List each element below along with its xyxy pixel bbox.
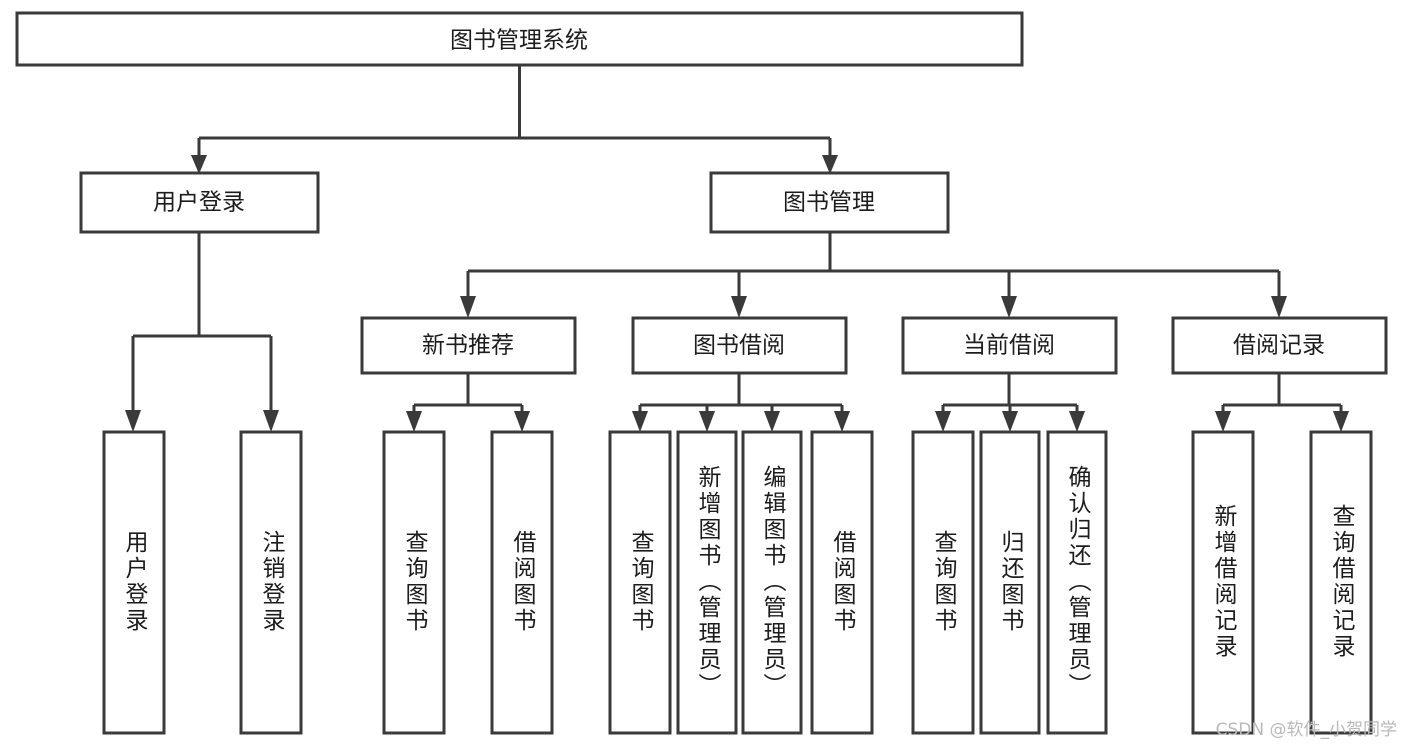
arrow-cu-leaf2 [1002,411,1018,432]
node-borrow-record-box[interactable] [1171,316,1388,375]
connectors [125,65,1349,432]
leaf-current-query-box[interactable] [911,430,975,735]
node-root-box[interactable] [15,11,1024,67]
node-book-management-label: 图书管理 [783,190,875,216]
leaf-current-return-box[interactable] [979,430,1041,735]
leaf-user-login-login-label: 用户登录 [121,530,149,634]
leaf-borrow-query-box[interactable] [608,430,672,735]
leaf-current-query[interactable]: 查询图书 [911,430,975,735]
arrow-to-user-login [191,155,207,174]
leaf-borrow-add-book-label: 新增图书（管理员） [694,465,722,699]
arrow-bo-leaf4 [834,411,850,432]
leaf-new-book-borrow-box[interactable] [490,430,554,735]
leaf-user-login-logout-box[interactable] [239,430,303,735]
leaf-current-confirm-return-box[interactable] [1046,430,1108,735]
leaf-user-login-login[interactable]: 用户登录 [102,430,166,735]
node-new-book-recommend-label: 新书推荐 [422,333,514,359]
leaf-borrow-borrow-book-box[interactable] [810,430,874,735]
leaf-new-book-borrow[interactable]: 借阅图书 [490,430,554,735]
arrow-re-leaf1 [1215,411,1231,432]
node-root[interactable]: 图书管理系统 [15,11,1024,67]
leaf-user-login-login-box[interactable] [102,430,166,735]
arrow-bo-leaf2 [699,411,715,432]
arrow-cu-leaf1 [935,411,951,432]
arrow-user-login-leaf1 [125,410,141,432]
node-book-management[interactable]: 图书管理 [709,171,950,234]
node-book-management-box[interactable] [709,171,950,234]
leaf-new-book-borrow-label: 借阅图书 [509,530,537,634]
node-root-label: 图书管理系统 [450,28,588,54]
arrow-to-book-mgmt [822,155,838,174]
leaf-user-login-logout-label: 注销登录 [258,530,286,634]
arrow-nb-leaf2 [514,411,530,432]
node-current-borrow[interactable]: 当前借阅 [901,316,1118,375]
leaf-borrow-edit-book[interactable]: 编辑图书（管理员） [741,430,803,735]
leaf-borrow-add-book[interactable]: 新增图书（管理员） [676,430,738,735]
arrow-nb-leaf1 [406,411,422,432]
node-borrow-record[interactable]: 借阅记录 [1171,316,1388,375]
leaf-current-query-label: 查询图书 [930,530,958,634]
leaf-new-book-query-label: 查询图书 [401,530,429,634]
arrow-user-login-leaf2 [263,410,279,432]
leaf-record-add[interactable]: 新增借阅记录 [1191,430,1255,735]
leaf-borrow-add-book-box[interactable] [676,430,738,735]
arrow-bo-leaf1 [632,411,648,432]
node-new-book-recommend[interactable]: 新书推荐 [360,316,577,375]
arrow-to-current [1001,296,1017,318]
arrow-to-record [1271,296,1287,318]
leaf-current-confirm-return-label: 确认归还（管理员） [1064,465,1092,699]
leaf-current-return[interactable]: 归还图书 [979,430,1041,735]
leaf-record-add-label: 新增借阅记录 [1210,504,1238,660]
arrow-bo-leaf3 [764,411,780,432]
arrow-to-borrow [731,296,747,318]
leaf-new-book-query-box[interactable] [382,430,446,735]
node-user-login-box[interactable] [79,171,320,234]
arrow-re-leaf2 [1333,411,1349,432]
node-book-borrow-label: 图书借阅 [693,333,785,359]
leaf-record-add-box[interactable] [1191,430,1255,735]
node-new-book-recommend-box[interactable] [360,316,577,375]
leaf-user-login-logout[interactable]: 注销登录 [239,430,303,735]
node-current-borrow-box[interactable] [901,316,1118,375]
leaf-new-book-query[interactable]: 查询图书 [382,430,446,735]
node-book-borrow-box[interactable] [631,316,848,375]
node-user-login-label: 用户登录 [153,190,245,216]
leaf-current-return-label: 归还图书 [997,530,1025,634]
leaf-current-confirm-return[interactable]: 确认归还（管理员） [1046,430,1108,735]
leaf-borrow-edit-book-label: 编辑图书（管理员） [759,465,787,699]
leaf-record-query-label: 查询借阅记录 [1328,504,1356,660]
leaf-borrow-query-label: 查询图书 [627,530,655,634]
leaf-borrow-borrow-book-label: 借阅图书 [829,530,857,634]
leaf-borrow-edit-book-box[interactable] [741,430,803,735]
arrow-to-new-book [460,296,476,318]
leaf-borrow-borrow-book[interactable]: 借阅图书 [810,430,874,735]
node-borrow-record-label: 借阅记录 [1233,333,1325,359]
arrow-cu-leaf3 [1069,411,1085,432]
node-user-login[interactable]: 用户登录 [79,171,320,234]
node-book-borrow[interactable]: 图书借阅 [631,316,848,375]
node-current-borrow-label: 当前借阅 [963,333,1055,359]
leaf-borrow-query[interactable]: 查询图书 [608,430,672,735]
leaf-record-query[interactable]: 查询借阅记录 [1309,430,1373,735]
leaf-record-query-box[interactable] [1309,430,1373,735]
